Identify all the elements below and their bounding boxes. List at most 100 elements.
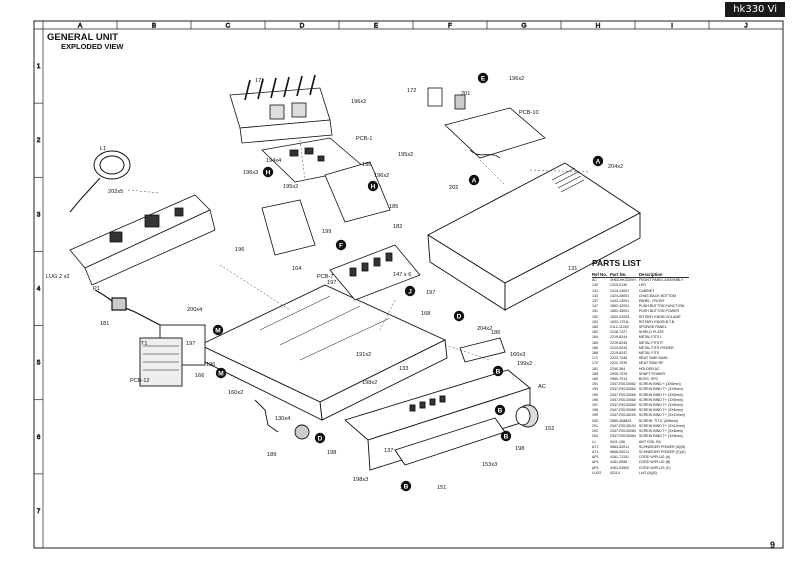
callout-c160x3: 160x3 bbox=[510, 352, 525, 358]
callout-c204x2: 204x2 bbox=[608, 164, 623, 170]
parts-cell: 151 bbox=[592, 309, 598, 314]
cabinet bbox=[427, 162, 641, 311]
parts-cell: 130 bbox=[592, 283, 598, 288]
grid-col-label: A bbox=[78, 23, 83, 30]
parts-cell: SCREW, TIT-E (408mm) bbox=[638, 418, 679, 423]
parts-cell: 194 bbox=[592, 387, 598, 392]
svg-text:D: D bbox=[457, 313, 462, 320]
parts-cell: ANT COIL BC bbox=[638, 439, 662, 444]
callout-c153x3: 153x3 bbox=[482, 462, 497, 468]
svg-text:D: D bbox=[318, 435, 323, 442]
parts-cell: ΔT1 bbox=[592, 449, 599, 454]
parts-cell: ROTARY KNOB VOLUME bbox=[638, 314, 681, 319]
parts-cell: HOLDER AC bbox=[638, 366, 660, 371]
parts-list-title: PARTS LIST bbox=[592, 258, 641, 268]
badge-j: J bbox=[404, 285, 416, 297]
callout-c194x4: 194x4 bbox=[266, 158, 281, 164]
callout-c198x2: 198x2 bbox=[362, 380, 377, 386]
svg-text:B: B bbox=[498, 407, 503, 414]
callout-c181: 181 bbox=[100, 321, 109, 327]
badge-d: D bbox=[314, 432, 326, 444]
callout-ac: AC bbox=[538, 384, 546, 390]
badge-a: A bbox=[592, 155, 604, 167]
diagram-subtitle: EXPLODED VIEW bbox=[61, 42, 124, 51]
parts-cell: 2219-8247 bbox=[610, 351, 628, 356]
parts-cell: 137 bbox=[592, 299, 598, 304]
parts-cell: 204 bbox=[592, 434, 598, 439]
power-transformer bbox=[139, 324, 206, 387]
grid-row-label: 2 bbox=[37, 137, 41, 144]
callout-t1: T1 bbox=[141, 341, 148, 347]
callout-c189: 189 bbox=[267, 452, 276, 458]
callout-c130x4: 130x4 bbox=[275, 416, 290, 422]
parts-cell: SCREW BIND T+ (3X6mm) bbox=[638, 408, 683, 413]
parts-cell: 160 bbox=[592, 325, 598, 330]
grid-row-label: 6 bbox=[37, 434, 41, 441]
grid-col-label: C bbox=[226, 23, 231, 30]
parts-cell: LUG (A)(B) bbox=[638, 470, 657, 475]
callout-c196x2c: 196x2 bbox=[509, 76, 524, 82]
parts-cell: 191 bbox=[592, 382, 598, 387]
parts-cell: 2580-408829 bbox=[610, 418, 632, 423]
parts-cell: SCREW BIND T+ (3X10mm) bbox=[638, 423, 685, 428]
grid-col-label: B bbox=[152, 23, 156, 30]
callout-pcb12: PCB-12 bbox=[130, 378, 150, 384]
parts-cell: 196 bbox=[592, 397, 598, 402]
callout-c197b: 197 bbox=[426, 290, 435, 296]
callout-c196b: 196 bbox=[235, 247, 244, 253]
callout-c147x6: 147 x 6 bbox=[393, 272, 411, 278]
parts-cell: 202 bbox=[592, 429, 598, 434]
parts-cell: CORD W/PLUG (B) bbox=[638, 460, 671, 465]
parts-cell: METAL FITS L bbox=[638, 335, 663, 340]
parts-cell: 2219-8245 bbox=[610, 340, 628, 345]
callout-pcb10: PCB-10 bbox=[519, 110, 539, 116]
callout-c133: 133 bbox=[399, 366, 408, 372]
parts-cell: 153 bbox=[592, 319, 598, 324]
parts-cell: 168 bbox=[592, 351, 598, 356]
badge-d: D bbox=[453, 310, 465, 322]
callout-c196: 196 bbox=[362, 162, 371, 168]
parts-cell: 198 bbox=[592, 408, 598, 413]
parts-cell: CORD W/PLUG (A) bbox=[638, 455, 671, 460]
parts-cell: PUSH BUTTON FUNCTION bbox=[638, 304, 685, 309]
badge-b: B bbox=[500, 430, 512, 442]
parts-cell: 2905-7576 bbox=[610, 371, 628, 376]
callout-c199x2: 199x2 bbox=[517, 361, 532, 367]
callout-c199: 199 bbox=[322, 229, 331, 235]
parts-cell: 2222-7039 bbox=[610, 361, 628, 366]
parts-cell: SCREW BIND T+ (3X6mm) bbox=[638, 392, 683, 397]
callout-c195x2b: 195x2 bbox=[283, 184, 298, 190]
leader-lines bbox=[127, 139, 591, 381]
parts-cell: 152 bbox=[592, 314, 598, 319]
callout-c131: 131 bbox=[568, 266, 577, 272]
callout-c196x2a: 196x2 bbox=[351, 99, 366, 105]
parts-cell: ΔP1 bbox=[592, 455, 599, 460]
callout-c191x2: 191x2 bbox=[356, 352, 371, 358]
parts-cell: 2216-7227 bbox=[610, 330, 628, 335]
parts-cell: 1562-45001 bbox=[610, 309, 630, 314]
svg-text:B: B bbox=[504, 433, 509, 440]
callout-c197c: 197 bbox=[186, 341, 195, 347]
parts-cell: SCREW BIND T+ (3X8mm) bbox=[638, 429, 683, 434]
parts-cell: SPONGE PANEL bbox=[638, 325, 667, 330]
svg-text:B: B bbox=[496, 368, 501, 375]
parts-cell: L1 bbox=[592, 439, 596, 444]
power-cord bbox=[94, 289, 161, 326]
parts-cell: 2347-R0130084 bbox=[610, 434, 636, 439]
callout-c182: 182 bbox=[393, 224, 402, 230]
parts-cell: 2347-R0130084 bbox=[610, 429, 636, 434]
callout-c196x2b: 196x2 bbox=[374, 173, 389, 179]
parts-cell: 2240-364 bbox=[610, 366, 626, 371]
callout-c164: 164 bbox=[292, 266, 301, 272]
parts-cell: 131 bbox=[592, 288, 598, 293]
